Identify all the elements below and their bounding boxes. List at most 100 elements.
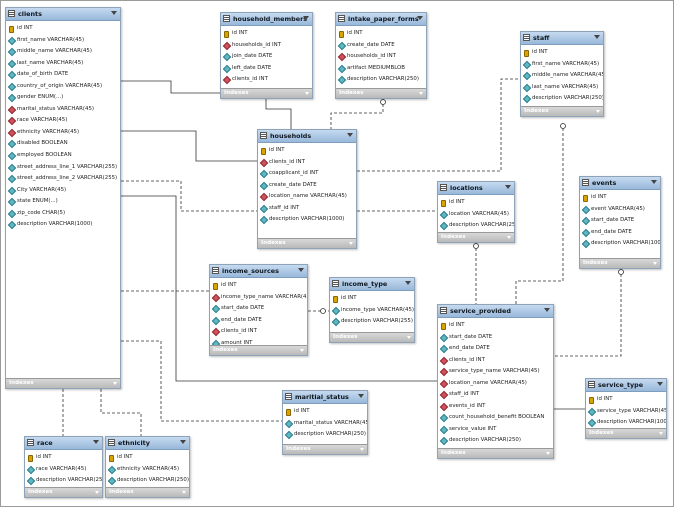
expand-arrow-icon[interactable]	[182, 491, 186, 494]
collapse-arrow-icon[interactable]	[180, 440, 186, 444]
column-row[interactable]: service_value INT	[438, 424, 553, 436]
table-header[interactable]: staff	[521, 32, 603, 45]
table-header[interactable]: households	[258, 130, 356, 143]
collapse-arrow-icon[interactable]	[544, 308, 550, 312]
column-row[interactable]: description VARCHAR(1000)	[258, 214, 356, 226]
column-row[interactable]: id INT	[283, 406, 367, 418]
column-row[interactable]: id INT	[221, 28, 312, 40]
indexes-footer[interactable]: Indexes	[521, 106, 603, 116]
column-row[interactable]: state ENUM(...)	[6, 196, 120, 208]
column-row[interactable]: location_name VARCHAR(45)	[438, 378, 553, 390]
column-row[interactable]: id INT	[25, 452, 102, 464]
collapse-arrow-icon[interactable]	[303, 16, 309, 20]
column-row[interactable]: id INT	[330, 293, 414, 305]
column-row[interactable]: events_id INT	[438, 401, 553, 413]
column-row[interactable]: description VARCHAR(250)	[25, 475, 102, 487]
column-row[interactable]: City VARCHAR(45)	[6, 185, 120, 197]
column-row[interactable]: description VARCHAR(255)	[330, 316, 414, 328]
column-row[interactable]: staff_id INT	[258, 203, 356, 215]
column-row[interactable]: create_date DATE	[336, 40, 426, 52]
column-row[interactable]: households_id INT	[336, 51, 426, 63]
column-row[interactable]: start_date DATE	[210, 303, 307, 315]
table-header[interactable]: service_provided	[438, 305, 553, 318]
collapse-arrow-icon[interactable]	[594, 35, 600, 39]
collapse-arrow-icon[interactable]	[298, 268, 304, 272]
expand-arrow-icon[interactable]	[546, 452, 550, 455]
column-row[interactable]: id INT	[6, 23, 120, 35]
column-row[interactable]: clients_id INT	[221, 74, 312, 86]
column-row[interactable]: id INT	[521, 47, 603, 59]
indexes-footer[interactable]: Indexes	[336, 88, 426, 98]
column-row[interactable]: id INT	[580, 192, 660, 204]
indexes-footer[interactable]: Indexes	[258, 238, 356, 248]
table-header[interactable]: income_sources	[210, 265, 307, 278]
column-row[interactable]: middle_name VARCHAR(45)	[6, 46, 120, 58]
column-row[interactable]: id INT	[258, 145, 356, 157]
column-row[interactable]: gender ENUM(...)	[6, 92, 120, 104]
expand-arrow-icon[interactable]	[300, 349, 304, 352]
expand-arrow-icon[interactable]	[113, 382, 117, 385]
column-row[interactable]: id INT	[336, 28, 426, 40]
indexes-footer[interactable]: Indexes	[330, 332, 414, 342]
column-row[interactable]: description VARCHAR(250)	[106, 475, 189, 487]
table-header[interactable]: race	[25, 437, 102, 450]
column-row[interactable]: zip_code CHAR(5)	[6, 208, 120, 220]
table-header[interactable]: events	[580, 177, 660, 190]
collapse-arrow-icon[interactable]	[657, 382, 663, 386]
expand-arrow-icon[interactable]	[360, 448, 364, 451]
column-row[interactable]: service_type_name VARCHAR(45)	[438, 366, 553, 378]
column-row[interactable]: end_date DATE	[580, 227, 660, 239]
column-row[interactable]: income_type VARCHAR(45)	[330, 305, 414, 317]
column-row[interactable]: id INT	[106, 452, 189, 464]
column-row[interactable]: start_date DATE	[438, 332, 553, 344]
column-row[interactable]: description VARCHAR(1000)	[6, 219, 120, 231]
column-row[interactable]: last_name VARCHAR(45)	[521, 82, 603, 94]
column-row[interactable]: street_address_line_2 VARCHAR(255)	[6, 173, 120, 185]
column-row[interactable]: marital_status VARCHAR(45)	[283, 418, 367, 430]
collapse-arrow-icon[interactable]	[505, 185, 511, 189]
column-row[interactable]: service_type VARCHAR(45)	[586, 406, 666, 418]
column-row[interactable]: description VARCHAR(250)	[438, 220, 514, 232]
column-row[interactable]: race VARCHAR(45)	[25, 464, 102, 476]
indexes-footer[interactable]: Indexes	[438, 232, 514, 242]
column-row[interactable]: location VARCHAR(45)	[438, 209, 514, 221]
indexes-footer[interactable]: Indexes	[6, 378, 120, 388]
column-row[interactable]: marital_status VARCHAR(45)	[6, 104, 120, 116]
column-row[interactable]: race VARCHAR(45)	[6, 115, 120, 127]
column-row[interactable]: join_date DATE	[221, 51, 312, 63]
expand-arrow-icon[interactable]	[407, 336, 411, 339]
column-row[interactable]: id INT	[438, 320, 553, 332]
column-row[interactable]: middle_name VARCHAR(45)	[521, 70, 603, 82]
indexes-footer[interactable]: Indexes	[25, 487, 102, 497]
indexes-footer[interactable]: Indexes	[106, 487, 189, 497]
column-row[interactable]: date_of_birth DATE	[6, 69, 120, 81]
table-header[interactable]: maritial_status	[283, 391, 367, 404]
column-row[interactable]: ethnicity VARCHAR(45)	[6, 127, 120, 139]
column-row[interactable]: location_name VARCHAR(45)	[258, 191, 356, 203]
indexes-footer[interactable]: Indexes	[210, 345, 307, 355]
column-row[interactable]: clients_id INT	[258, 157, 356, 169]
table-header[interactable]: clients	[6, 8, 120, 21]
indexes-footer[interactable]: Indexes	[283, 444, 367, 454]
column-row[interactable]: description VARCHAR(250)	[283, 429, 367, 441]
column-row[interactable]: street_address_line_1 VARCHAR(255)	[6, 162, 120, 174]
expand-arrow-icon[interactable]	[95, 491, 99, 494]
column-row[interactable]: clients_id INT	[210, 326, 307, 338]
expand-arrow-icon[interactable]	[507, 236, 511, 239]
column-row[interactable]: description VARCHAR(250)	[521, 93, 603, 105]
column-row[interactable]: households_id INT	[221, 40, 312, 52]
column-row[interactable]: id INT	[210, 280, 307, 292]
expand-arrow-icon[interactable]	[349, 242, 353, 245]
indexes-footer[interactable]: Indexes	[438, 448, 553, 458]
